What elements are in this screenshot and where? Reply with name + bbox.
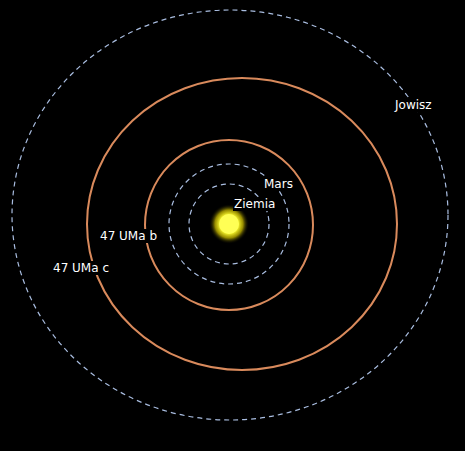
planet-label: 47 UMa c [52, 261, 110, 275]
planet-label: Ziemia [233, 197, 276, 211]
jupiter-orbit [12, 10, 448, 420]
planet-c-orbit [87, 78, 397, 370]
planet-b-orbit [145, 140, 313, 310]
planet-label: Mars [263, 177, 294, 191]
earth-orbit [189, 184, 269, 264]
sun [219, 214, 239, 234]
planet-label: 47 UMa b [99, 229, 158, 243]
planet-label: Jowisz [394, 98, 433, 112]
